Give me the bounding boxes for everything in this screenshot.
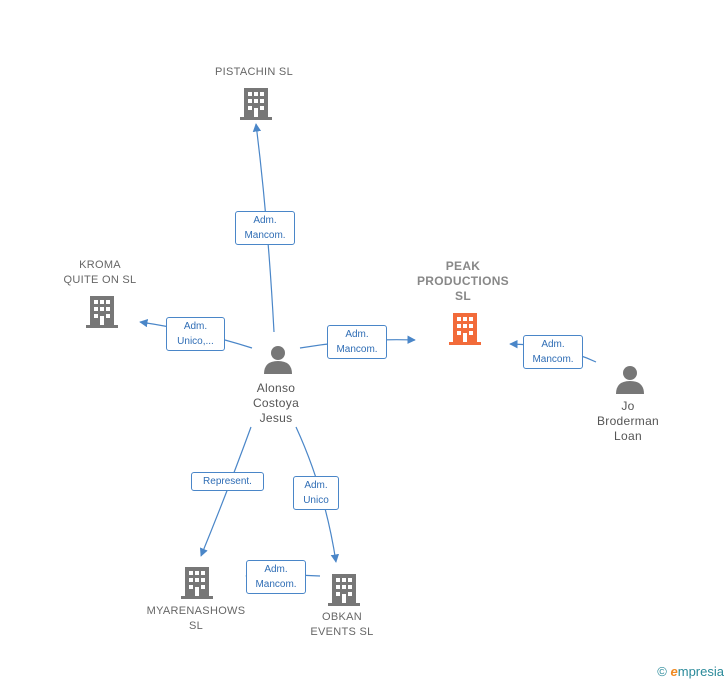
node-label-line: Costoya — [252, 396, 300, 410]
building-icon — [181, 567, 213, 599]
edge-label-line: Unico — [303, 495, 329, 506]
person-icon — [264, 346, 292, 374]
edge-label-line: Mancom. — [336, 344, 378, 355]
node-label-line: Jo — [621, 399, 635, 413]
brand-logo-initial: e — [670, 664, 678, 679]
edge-label-jo-peak[interactable]: Adm. Mancom. — [523, 335, 583, 369]
node-label-line: Jesus — [259, 411, 293, 425]
edge-label-alonso-peak[interactable]: Adm. Mancom. — [327, 325, 387, 359]
edge-label-line: Adm. — [264, 564, 288, 575]
node-label-line: PRODUCTIONS — [417, 274, 509, 288]
node-label-line: Alonso — [256, 381, 296, 395]
edge-label-line: Adm. — [345, 329, 369, 340]
node-label-line: Broderman — [596, 414, 660, 428]
node-label-alonso[interactable]: Alonso Costoya Jesus — [230, 381, 322, 426]
building-icon — [328, 574, 360, 606]
edge-label-line: Adm. — [183, 321, 208, 332]
node-label-line: SL — [455, 289, 471, 303]
edge-label-alonso-obkan[interactable]: Adm. Unico — [293, 476, 339, 510]
brand-footer[interactable]: © empresia — [657, 664, 724, 679]
edge-label-line: Mancom. — [532, 354, 574, 365]
edge-label-obkan-myarena[interactable]: Adm. Mancom. — [246, 560, 306, 594]
brand-name: mpresia — [677, 664, 724, 679]
edge-alonso-myarena — [199, 426, 252, 557]
edge-label-line: Mancom. — [244, 230, 286, 241]
node-label-line: PISTACHIN SL — [215, 66, 293, 78]
node-label-myarena[interactable]: MYARENASHOWS SL — [136, 604, 256, 634]
edge-label-line: Adm. — [541, 339, 565, 350]
edge-label-alonso-pistachin[interactable]: Adm. Mancom. — [235, 211, 295, 245]
edge-label-line: Represent. — [203, 476, 252, 487]
building-icon-focus — [449, 313, 481, 345]
copyright-symbol: © — [657, 664, 667, 679]
building-icon — [86, 296, 118, 328]
edge-label-alonso-kroma[interactable]: Adm. Unico,... — [166, 317, 225, 351]
node-label-obkan[interactable]: OBKAN EVENTS SL — [290, 610, 394, 640]
node-label-line: SL — [188, 620, 204, 632]
node-label-line: OBKAN — [321, 611, 362, 623]
edge-label-line: Adm. — [304, 480, 328, 491]
node-label-line: PEAK — [445, 259, 481, 273]
building-icon — [240, 88, 272, 120]
edge-label-alonso-myarena[interactable]: Represent. — [191, 472, 264, 491]
edge-label-line: Mancom. — [255, 579, 297, 590]
node-label-kroma[interactable]: KROMA QUITE ON SL — [45, 258, 155, 288]
node-label-pistachin[interactable]: PISTACHIN SL — [196, 65, 312, 80]
node-label-line: KROMA — [79, 259, 121, 271]
node-label-line: EVENTS SL — [310, 626, 374, 638]
node-label-line: MYARENASHOWS — [146, 605, 246, 617]
node-label-line: QUITE ON SL — [63, 274, 137, 286]
person-icon — [616, 366, 644, 394]
node-label-line: Loan — [614, 429, 642, 443]
node-label-peak[interactable]: PEAK PRODUCTIONS SL — [408, 259, 518, 304]
node-label-jo[interactable]: Jo Broderman Loan — [582, 399, 674, 444]
edge-label-line: Unico,... — [177, 336, 214, 347]
edge-label-line: Adm. — [253, 215, 277, 226]
